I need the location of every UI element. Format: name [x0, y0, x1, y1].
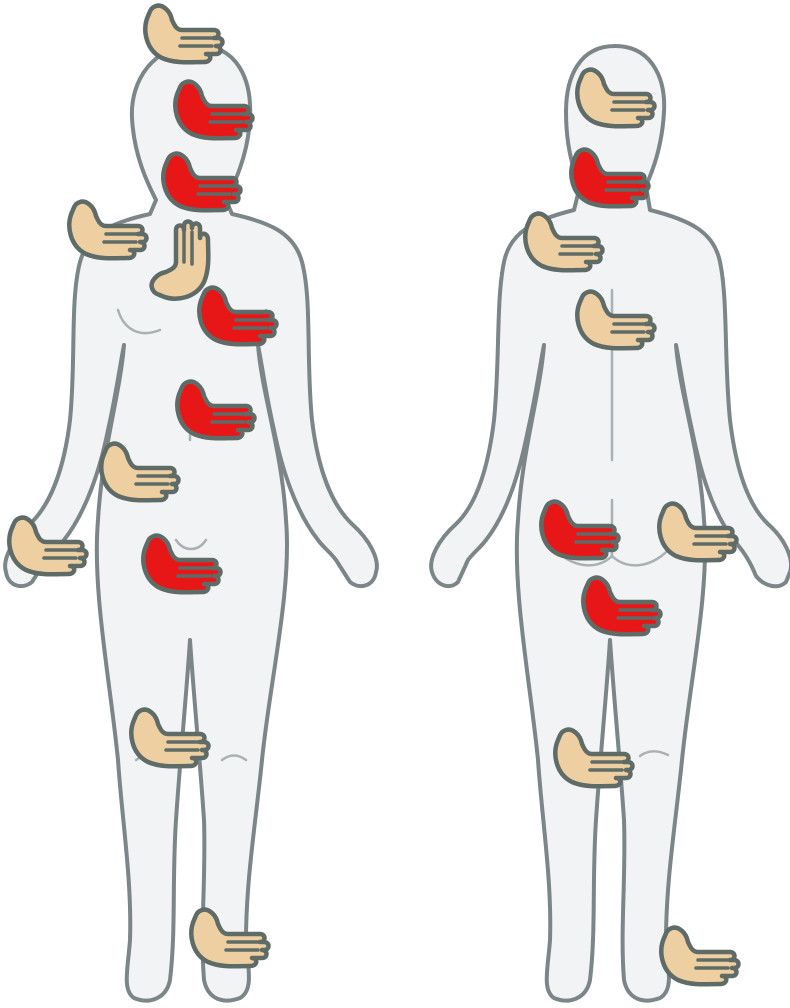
back-ankle-allowed-hand-icon — [661, 928, 738, 985]
front-shoulder-allowed-hand-icon — [69, 202, 146, 259]
front-head-top-allowed-hand-icon — [145, 6, 222, 63]
